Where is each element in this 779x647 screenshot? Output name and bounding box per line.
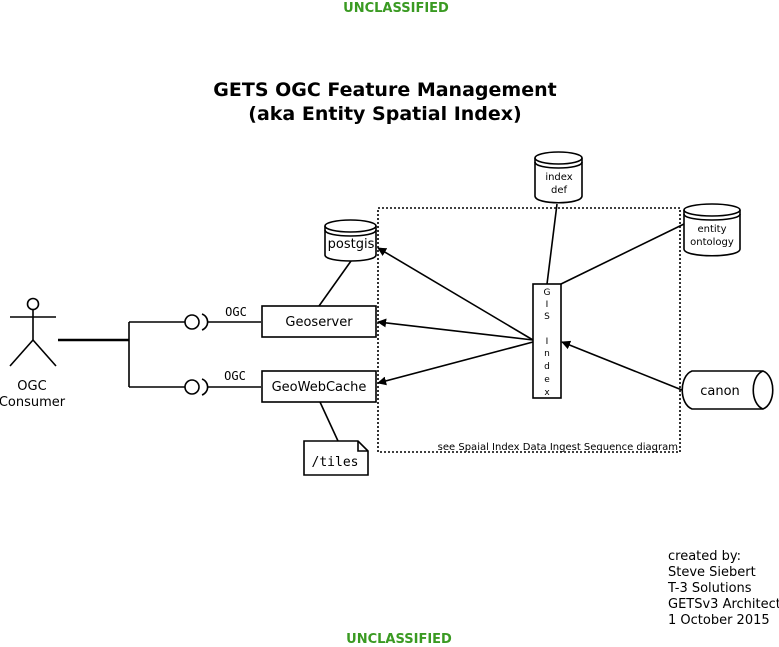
index-def-database-icon	[534, 151, 583, 204]
actor-label-line2: Consumer	[0, 395, 66, 410]
entity-ontology-database-icon	[683, 203, 741, 257]
credits-line2: Steve Siebert	[668, 565, 756, 580]
geoserver-label: Geoserver	[285, 315, 353, 330]
tiles-label: /tiles	[312, 455, 359, 470]
consumer-connector	[58, 321, 185, 388]
svg-text:d: d	[544, 362, 550, 372]
credits-line5: 1 October 2015	[668, 613, 770, 628]
credits-line4: GETSv3 Architect	[668, 597, 779, 612]
geoserver-postgis-link	[318, 260, 352, 307]
tiles-document-icon	[303, 440, 369, 476]
actor-icon	[9, 297, 57, 367]
svg-text:x: x	[544, 388, 550, 398]
geowebcache-tiles-link	[319, 401, 339, 442]
boundary-note: see Spaial Index Data Ingest Sequence di…	[438, 442, 678, 453]
svg-text:I: I	[546, 300, 549, 310]
ogc-interface-top	[184, 313, 261, 331]
gis-index-label: G I S I n d e x	[544, 288, 551, 398]
entity-ontology-label-line2: ontology	[690, 237, 734, 248]
geowebcache-box	[261, 370, 377, 403]
entity-ontology-label-line1: entity	[697, 224, 726, 235]
postgis-label: postgis	[328, 237, 375, 252]
classification-footer: UNCLASSIFIED	[346, 632, 452, 647]
postgis-database-icon	[324, 219, 377, 262]
canon-store-icon	[681, 370, 774, 410]
diagram-title-line1: GETS OGC Feature Management	[213, 79, 556, 101]
actor-label-line1: OGC	[17, 379, 46, 394]
index-def-label-line1: index	[545, 172, 572, 183]
svg-text:G: G	[544, 288, 551, 298]
svg-text:n: n	[544, 349, 550, 359]
credits-line1: created by:	[668, 549, 741, 564]
arrow-to-geoserver	[377, 318, 534, 341]
geoserver-box	[261, 305, 377, 338]
arrow-to-geowebcache	[377, 341, 534, 386]
canon-label: canon	[700, 384, 740, 399]
credits-line3: T-3 Solutions	[667, 581, 752, 596]
diagram-title-line2: (aka Entity Spatial Index)	[248, 103, 521, 125]
ogc-label-top: OGC	[225, 305, 247, 319]
arrow-canon-to-index	[561, 340, 683, 391]
classification-header: UNCLASSIFIED	[343, 1, 449, 16]
subsystem-boundary	[377, 207, 681, 453]
arrow-to-postgis	[377, 247, 534, 341]
index-def-label-line2: def	[551, 185, 568, 196]
ogc-label-bottom: OGC	[224, 369, 246, 383]
svg-text:S: S	[544, 312, 550, 322]
ogc-interface-bottom	[184, 378, 261, 396]
entity-ontology-link	[560, 223, 685, 285]
index-def-link	[546, 203, 558, 285]
svg-text:I: I	[546, 337, 549, 347]
geowebcache-label: GeoWebCache	[272, 380, 367, 395]
gis-index-box	[532, 283, 562, 399]
svg-text:e: e	[544, 375, 550, 385]
